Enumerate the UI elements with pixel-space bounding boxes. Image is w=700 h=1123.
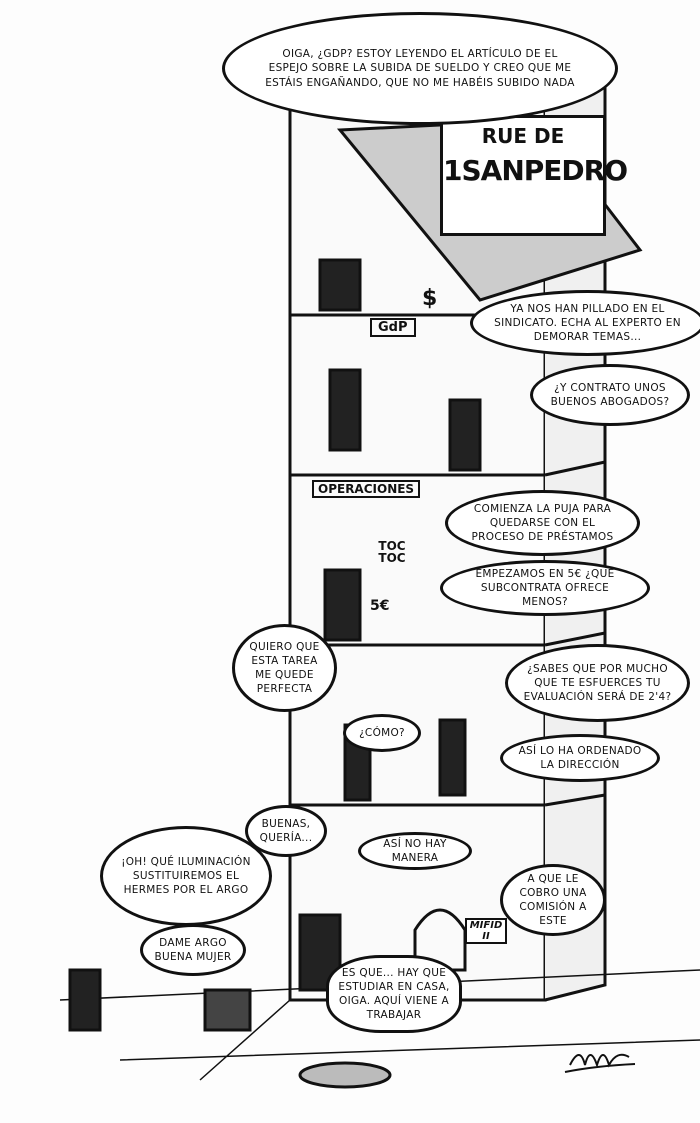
speech-bubble-abogados: ¿Y contrato unos buenos abogados? xyxy=(530,364,690,426)
speech-bubble-evaluacion: ¿Sabes que por mucho que te esfuerces tu… xyxy=(505,644,690,722)
floor-sign-operaciones: OPERACIONES xyxy=(312,480,421,498)
speech-bubble-direccion: Así lo ha ordenado la dirección xyxy=(500,734,660,782)
price-label: 5€ xyxy=(370,598,390,614)
knock-sound: TOC TOC xyxy=(378,539,406,565)
thought-bubble-comision: A que le cobro una comisión a este xyxy=(500,864,606,936)
speech-bubble-puja: Comienza la puja para quedarse con el pr… xyxy=(445,490,640,556)
speech-bubble-como: ¿Cómo? xyxy=(343,714,421,752)
speech-bubble-phone-caller: Oiga, ¿GdP? Estoy leyendo el artículo de… xyxy=(222,12,618,125)
speech-bubble-subcontrata: Empezamos en 5€ ¿Qué subcontrata ofrece … xyxy=(440,560,650,616)
speech-bubble-dame-argo: Dame Argo buena mujer xyxy=(140,924,246,976)
speech-bubble-quiero: Quiero que esta tarea me quede perfecta xyxy=(232,624,337,712)
money-bag-label: $ xyxy=(422,286,438,311)
street-sign-top: RUE DE xyxy=(481,124,565,148)
speech-bubble-no-hay-manera: Así no hay manera xyxy=(358,832,472,870)
street-sign-main: 1SANPEDRO xyxy=(443,154,628,187)
speech-bubble-estudiar: Es que... hay que estudiar en casa, oiga… xyxy=(326,955,462,1033)
speech-bubble-iluminacion: ¡Oh! Qué iluminación sustituiremos el He… xyxy=(100,826,272,926)
speech-bubble-sindicato: Ya nos han pillado en el sindicato. Echa… xyxy=(470,290,700,356)
floor-sign-gdp: GdP xyxy=(370,318,416,337)
mifid-book: MIFID II xyxy=(465,918,507,944)
